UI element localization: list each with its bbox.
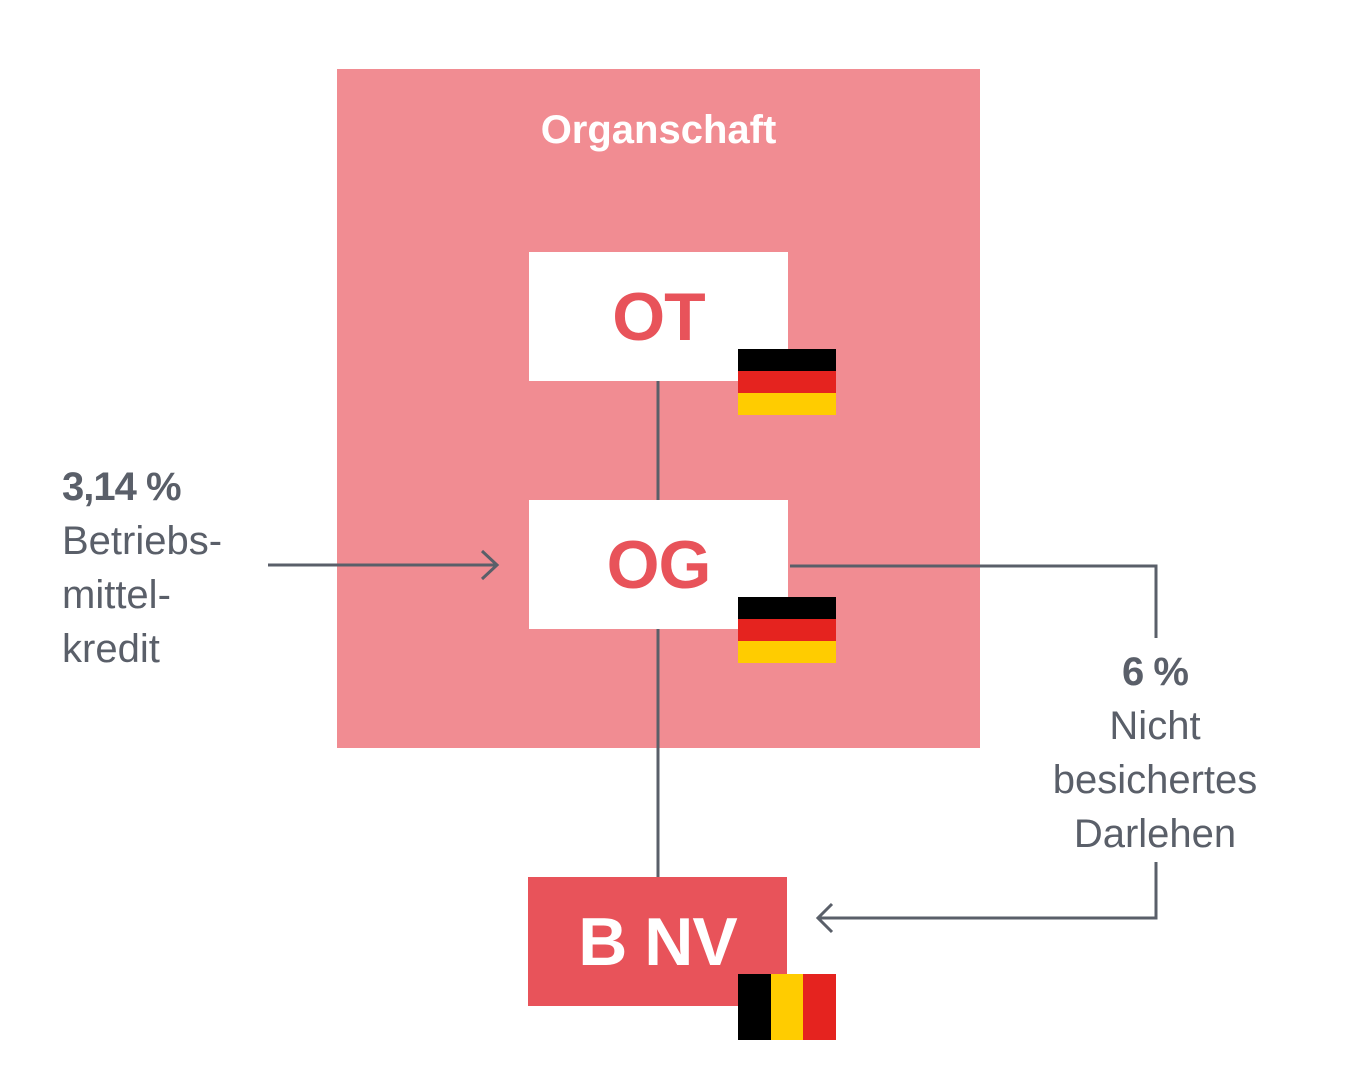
unsecured-loan-rate: 6 %: [1122, 650, 1189, 694]
working-capital-label-line: kredit: [62, 627, 160, 671]
entity-ot-label: OT: [612, 278, 705, 355]
entity-bnv-label: B NV: [578, 903, 737, 980]
belgium-flag-icon: [738, 974, 837, 1040]
working-capital-label-line: Betriebs-: [62, 519, 223, 563]
germany-flag-icon: [738, 597, 836, 663]
unsecured-loan-line-bottom: [818, 862, 1158, 920]
unsecured-loan-line-top: [790, 564, 1158, 638]
working-capital-rate: 3,14 %: [62, 465, 182, 509]
entity-bnv: B NV: [528, 877, 787, 1006]
unsecured-loan-label-line: besichertes: [1052, 758, 1258, 802]
unsecured-loan-label-line: Darlehen: [1073, 812, 1237, 856]
entity-og-label: OG: [606, 526, 712, 603]
group-title: Organschaft: [540, 108, 777, 152]
unsecured-loan-arrow-head: [815, 902, 834, 934]
working-capital-arrow-head: [480, 549, 500, 581]
germany-flag-icon: [738, 349, 836, 415]
unsecured-loan-label-line: Nicht: [1109, 704, 1201, 748]
unsecured-loan-annotation: 6 % Nicht besichertes Darlehen: [1020, 645, 1290, 861]
working-capital-label-line: mittel-: [62, 573, 171, 617]
working-capital-loan-annotation: 3,14 % Betriebs- mittel- kredit: [62, 460, 302, 676]
entity-ot: OT: [529, 252, 788, 381]
